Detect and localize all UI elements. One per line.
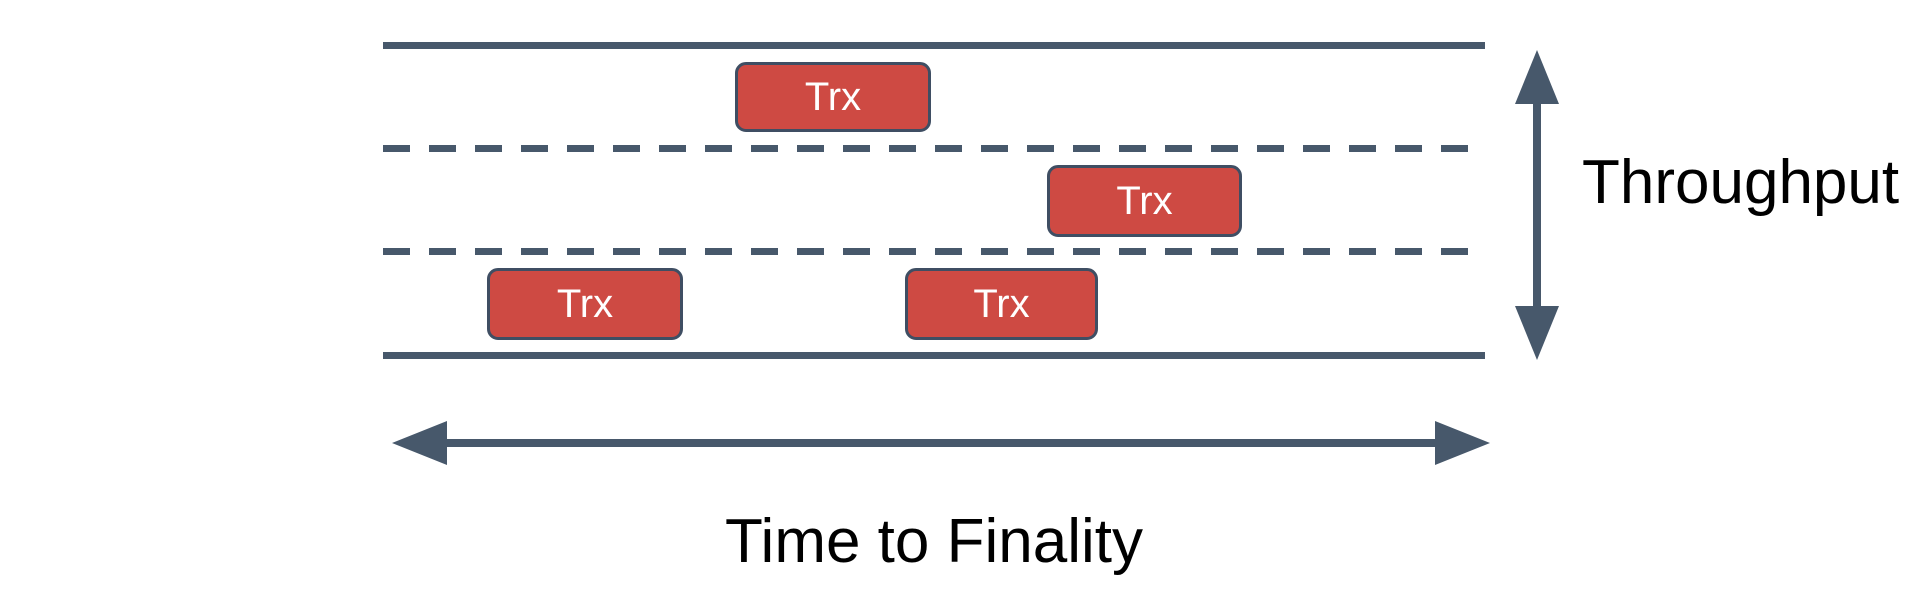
trx-label: Trx (1116, 179, 1173, 223)
trx-label: Trx (973, 282, 1030, 326)
trx-box-lane1: Trx (735, 62, 931, 132)
time-to-finality-double-arrow-icon (392, 421, 1490, 465)
lane-divider-dashed-1 (383, 145, 1485, 152)
road-bottom-edge-line (383, 352, 1485, 359)
throughput-double-arrow-icon (1515, 50, 1559, 360)
lane-divider-dashed-2 (383, 248, 1485, 255)
trx-box-lane3-right: Trx (905, 268, 1098, 340)
time-to-finality-label: Time to Finality (724, 507, 1143, 576)
trx-box-lane3-left: Trx (487, 268, 683, 340)
trx-label: Trx (804, 75, 862, 119)
road-top-edge-line (383, 42, 1485, 49)
trx-label: Trx (556, 282, 614, 326)
throughput-label: Throughput (1582, 148, 1900, 217)
trx-box-lane2: Trx (1047, 165, 1242, 237)
